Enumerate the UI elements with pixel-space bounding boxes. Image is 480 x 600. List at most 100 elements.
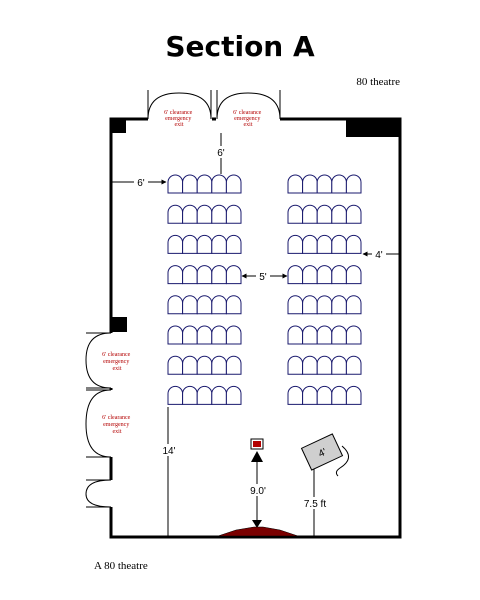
seat [211,295,227,315]
svg-text:7.5 ft: 7.5 ft [304,499,326,510]
seat [225,174,242,194]
seat [331,355,347,375]
seat [316,265,333,285]
seat [182,234,198,254]
svg-text:5': 5' [259,272,267,283]
dimension-top-door: 6' [214,133,228,174]
capacity-label: 80 theatre [356,76,400,88]
door-top-left [147,90,212,120]
seat [316,174,333,194]
seat [211,204,227,224]
seating-area [167,174,362,405]
seat [196,265,213,285]
pillar [346,119,400,137]
svg-text:6': 6' [217,148,225,159]
seat [167,234,184,254]
svg-text:9.0': 9.0' [250,486,266,497]
seat [287,265,304,285]
seat [302,295,318,315]
footer-caption: A 80 theatre [94,560,148,572]
seat [225,265,242,285]
dimension-front-gap: 14' [160,407,178,536]
seat [167,204,184,224]
seat [316,385,333,405]
seat [182,325,198,345]
svg-text:4': 4' [375,250,383,261]
seat [345,234,362,254]
seat [316,355,333,375]
svg-text:6': 6' [137,178,145,189]
door-left-upper [85,332,112,389]
seat [182,174,198,194]
dimension-projector: 7.5 ft [300,466,330,536]
dimension-center-aisle: 5' [241,270,288,283]
seat [225,325,242,345]
seat [167,355,184,375]
exit-label-top-left: 6' clearance emergency exit [164,110,194,128]
seat [302,174,318,194]
seat [331,325,347,345]
seat [302,234,318,254]
seat [211,265,227,285]
seat [196,385,213,405]
seat [302,385,318,405]
seat [287,385,304,405]
dimension-right-aisle: 4' [362,248,399,261]
seat [211,325,227,345]
seat [331,174,347,194]
seat [225,204,242,224]
door-left-lower [85,389,112,508]
seat [345,265,362,285]
seat [302,325,318,345]
seat [331,295,347,315]
seat [345,325,362,345]
seat [225,385,242,405]
seat [316,204,333,224]
seat [287,174,304,194]
pillar [111,119,126,133]
seat [331,265,347,285]
lectern: 9.0' [248,438,268,528]
pillar [111,317,127,332]
seat [331,204,347,224]
seat [182,355,198,375]
seat [316,234,333,254]
diagram-title: Section A [165,30,315,63]
seat [345,174,362,194]
seat [331,234,347,254]
projector: 4' [300,433,344,471]
seat [287,355,304,375]
seat [302,355,318,375]
dimension-left-aisle: 6' [112,176,167,189]
seat [345,385,362,405]
seat [167,385,184,405]
seat [302,204,318,224]
seat [167,295,184,315]
seat [316,325,333,345]
seat [196,174,213,194]
seat [287,204,304,224]
seat [196,325,213,345]
seat [211,174,227,194]
seat [302,265,318,285]
seat [211,385,227,405]
seat [345,355,362,375]
exit-label-left-upper: 6' clearance emergency exit [102,352,132,372]
seat [196,295,213,315]
exit-label-left-lower: 6' clearance emergency exit [102,415,132,435]
seat [345,204,362,224]
seat [225,355,242,375]
seat [287,234,304,254]
stage [217,526,299,537]
seat [196,355,213,375]
seat [196,204,213,224]
seat [331,385,347,405]
seat [167,174,184,194]
projector-cable [335,445,349,477]
seat [345,295,362,315]
seat [167,265,184,285]
svg-text:4': 4' [317,447,329,460]
seat [182,265,198,285]
seat [182,295,198,315]
